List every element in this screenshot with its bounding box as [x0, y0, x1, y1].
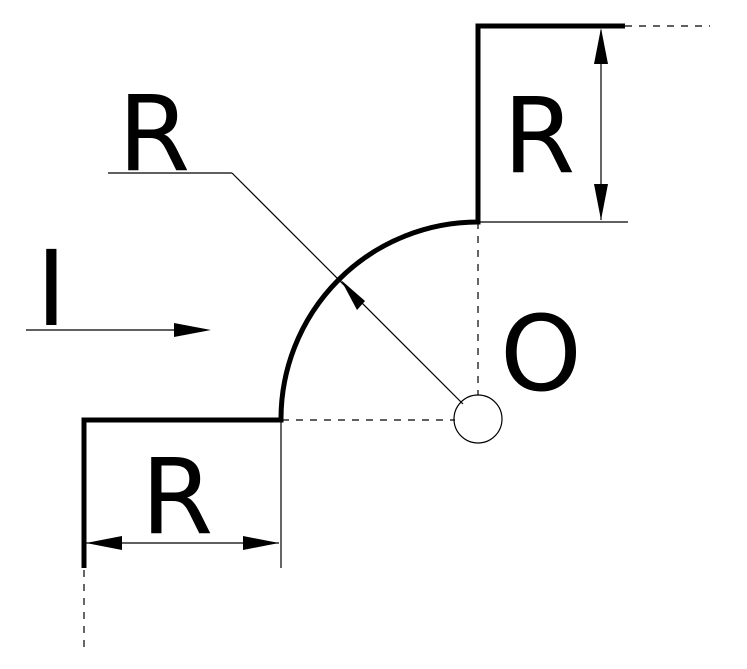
current-direction	[26, 323, 211, 337]
label-center-o: O	[500, 293, 582, 415]
arrowhead-right	[243, 536, 279, 550]
center-circle	[453, 394, 503, 444]
dimension-top-right	[478, 28, 628, 223]
label-radius-bottom-left: R	[141, 436, 213, 558]
arrowhead-down	[594, 184, 608, 220]
radius-leader	[108, 172, 464, 405]
arrowhead-left	[86, 536, 122, 550]
dashed-construction-lines	[83, 25, 710, 650]
label-current: I	[36, 228, 67, 350]
arrowhead-up	[594, 28, 608, 64]
label-radius-top-right: R	[503, 75, 575, 197]
label-radius-leader: R	[118, 73, 190, 195]
dimension-bottom-left	[86, 420, 282, 568]
leader-arrowhead	[341, 280, 365, 310]
current-arrowhead	[174, 323, 211, 337]
